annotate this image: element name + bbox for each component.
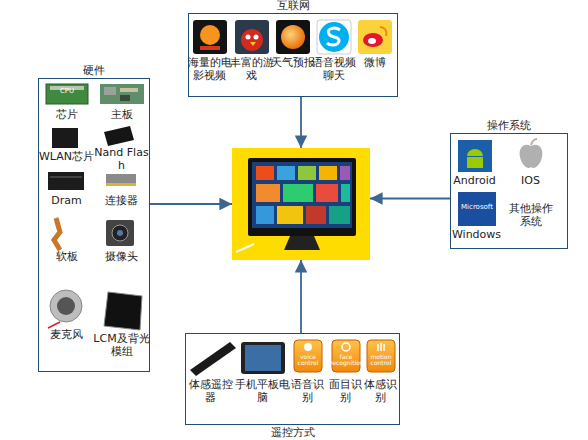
item-caption: 天气预报 bbox=[271, 56, 315, 69]
component-item: 摄像头 bbox=[95, 214, 149, 264]
component-item: Dram bbox=[40, 170, 94, 214]
icon-text: motion control bbox=[365, 354, 397, 367]
remote-icons bbox=[190, 340, 395, 376]
internet-icons bbox=[193, 20, 392, 54]
item-caption: 面目识别 bbox=[327, 378, 365, 404]
component-item: 连接器 bbox=[95, 170, 149, 214]
group-box: 遥控方式体感遥控器手机平板电脑语音识别面目识别体感识别 bbox=[185, 333, 400, 425]
item-caption: 连接器 bbox=[93, 194, 151, 207]
component-item: Windows bbox=[452, 190, 502, 244]
item-caption: 麦克风 bbox=[38, 328, 96, 341]
group-heading: 硬件 bbox=[19, 64, 169, 77]
icon-text: CPU bbox=[46, 88, 88, 95]
item-caption: WLAN芯片 bbox=[38, 150, 96, 163]
component-item: 微博 bbox=[355, 18, 395, 94]
component-item: 丰富的游戏 bbox=[232, 18, 272, 94]
component-item: 语音识别 bbox=[291, 336, 325, 416]
component-item: IOS bbox=[508, 136, 554, 188]
component-item: 海量的电影视频 bbox=[190, 18, 230, 94]
item-caption: 语音视频聊天 bbox=[312, 56, 356, 82]
group-box: 硬件芯片主板WLAN芯片Nand FlashDram连接器软板摄像头麦克风LCM… bbox=[38, 78, 150, 372]
item-caption: Android bbox=[450, 174, 500, 187]
component-item: Nand Flash bbox=[95, 126, 149, 170]
icon-text: face recognition bbox=[330, 354, 362, 367]
flow-arrow bbox=[150, 203, 232, 205]
item-caption: 其他操作系统 bbox=[506, 202, 556, 228]
item-caption: 摄像头 bbox=[93, 250, 151, 263]
icon-text: voice control bbox=[292, 354, 324, 367]
item-caption: 体感识别 bbox=[362, 378, 400, 404]
flow-arrow bbox=[300, 97, 302, 148]
item-caption: 芯片 bbox=[38, 108, 96, 121]
group-box: 操作系统AndroidIOSWindows其他操作系统 bbox=[450, 133, 568, 249]
component-item: 软板 bbox=[40, 214, 94, 264]
component-item: 主板 bbox=[95, 82, 149, 124]
item-caption: 手机平板电脑 bbox=[235, 378, 291, 404]
component-item: 其他操作系统 bbox=[508, 196, 554, 236]
item-caption: 语音识别 bbox=[289, 378, 327, 404]
item-caption: Windows bbox=[450, 228, 504, 241]
component-item: 体感遥控器 bbox=[187, 336, 235, 416]
group-heading: 遥控方式 bbox=[166, 426, 419, 439]
item-caption: 软板 bbox=[38, 250, 96, 263]
component-item: LCM及背光模组 bbox=[95, 286, 149, 370]
component-item: 语音视频聊天 bbox=[314, 18, 354, 94]
component-item: 手机平板电脑 bbox=[237, 336, 289, 416]
item-caption: 海量的电影视频 bbox=[188, 56, 232, 82]
component-item: Android bbox=[452, 136, 498, 188]
item-caption: 主板 bbox=[93, 108, 151, 121]
component-item: 麦克风 bbox=[40, 286, 94, 366]
item-caption: 丰富的游戏 bbox=[230, 56, 274, 82]
hardware-icons bbox=[46, 84, 144, 330]
component-item: WLAN芯片 bbox=[40, 126, 94, 168]
item-caption: 体感遥控器 bbox=[185, 378, 237, 404]
component-item: 天气预报 bbox=[273, 18, 313, 94]
group-box: 互联网海量的电影视频丰富的游戏天气预报语音视频聊天微博 bbox=[188, 13, 398, 97]
item-caption: Dram bbox=[38, 194, 96, 207]
group-heading: 操作系统 bbox=[431, 119, 587, 132]
group-heading: 互联网 bbox=[169, 0, 417, 12]
flow-arrow bbox=[300, 260, 302, 333]
tv-display bbox=[232, 148, 370, 260]
icon-text: Microsoft bbox=[453, 204, 501, 211]
tv-illustration bbox=[232, 148, 370, 260]
component-item: 面目识别 bbox=[329, 336, 363, 416]
item-caption: IOS bbox=[506, 174, 556, 187]
component-item: 体感识别 bbox=[364, 336, 398, 416]
flow-arrow bbox=[370, 198, 450, 200]
item-caption: 微博 bbox=[353, 56, 397, 69]
item-caption: Nand Flash bbox=[93, 146, 151, 172]
item-caption: LCM及背光模组 bbox=[93, 332, 151, 358]
